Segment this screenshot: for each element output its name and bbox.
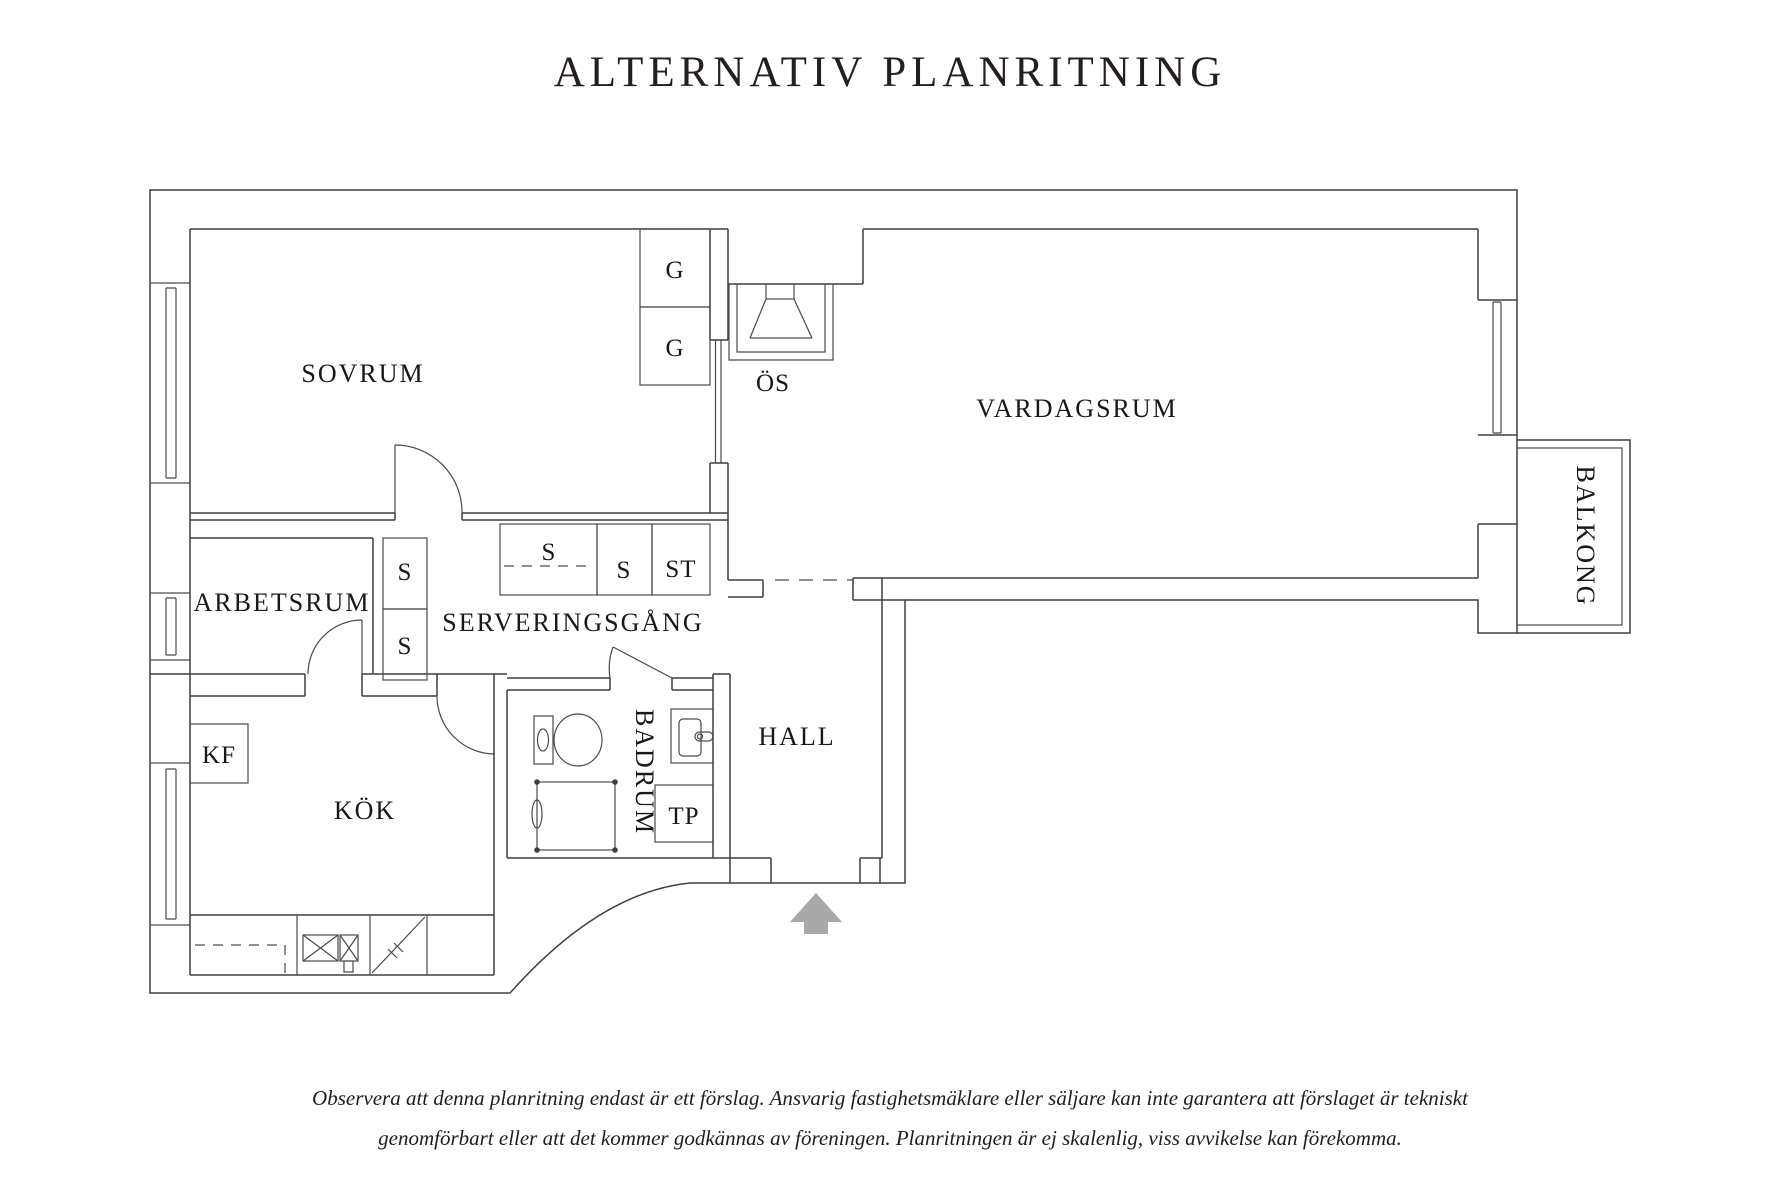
label-st: ST bbox=[665, 556, 696, 583]
window-kok bbox=[150, 762, 190, 926]
label-s-upper: S bbox=[398, 559, 413, 586]
label-g-top: G bbox=[665, 257, 684, 284]
room-label-sovrum: SOVRUM bbox=[301, 359, 424, 388]
cabinet-tp bbox=[654, 784, 714, 843]
label-kf: KF bbox=[202, 742, 236, 769]
toilet-icon bbox=[533, 713, 603, 767]
shower-icon bbox=[531, 779, 618, 853]
window-arbetsrum bbox=[150, 592, 190, 661]
window-vardagsrum bbox=[1492, 301, 1502, 434]
sliding-door-vardagsrum bbox=[714, 339, 722, 464]
label-s-lower: S bbox=[398, 633, 413, 660]
room-label-hall: HALL bbox=[758, 722, 835, 751]
page-title: ALTERNATIV PLANRITNING bbox=[553, 49, 1227, 96]
room-label-arbetsrum: ARBETSRUM bbox=[194, 588, 371, 617]
label-s-small: S bbox=[617, 557, 632, 584]
balcony-outline bbox=[1517, 439, 1631, 634]
door-sovrum bbox=[394, 444, 463, 514]
label-tp: TP bbox=[668, 803, 699, 830]
disclaimer-line-1: Observera att denna planritning endast ä… bbox=[312, 1086, 1468, 1110]
closet-st bbox=[651, 523, 711, 596]
disclaimer-text: Observera att denna planritning endast ä… bbox=[0, 1078, 1780, 1158]
wardrobe-g-bottom bbox=[639, 306, 711, 386]
room-label-balkong: BALKONG bbox=[1571, 465, 1600, 606]
room-label-vardagsrum: VARDAGSRUM bbox=[976, 394, 1178, 423]
fireplace bbox=[728, 284, 834, 361]
entry-arrow bbox=[790, 893, 842, 934]
door-kok bbox=[436, 695, 496, 755]
washbasin-icon bbox=[670, 708, 714, 764]
label-g-bottom: G bbox=[665, 335, 684, 362]
label-s-wide: S bbox=[542, 539, 557, 566]
disclaimer-line-2: genomförbart eller att det kommer godkän… bbox=[378, 1126, 1402, 1150]
outer-walls bbox=[149, 189, 1518, 994]
room-label-kok: KÖK bbox=[334, 796, 396, 825]
fridge-freezer-kf bbox=[189, 723, 249, 784]
room-label-badrum: BADRUM bbox=[630, 709, 659, 835]
inner-walls bbox=[150, 228, 1517, 976]
window-sovrum bbox=[150, 282, 190, 484]
stove-icon bbox=[371, 916, 426, 974]
label-os-fireplace: ÖS bbox=[756, 370, 790, 397]
room-label-serveringsgang: SERVERINGSGÅNG bbox=[442, 608, 703, 637]
closet-s-lower bbox=[382, 608, 428, 681]
door-badrum bbox=[608, 646, 673, 679]
door-arbetsrum bbox=[307, 619, 363, 675]
kitchen-sink bbox=[302, 934, 359, 973]
kitchen-counter bbox=[195, 915, 428, 975]
